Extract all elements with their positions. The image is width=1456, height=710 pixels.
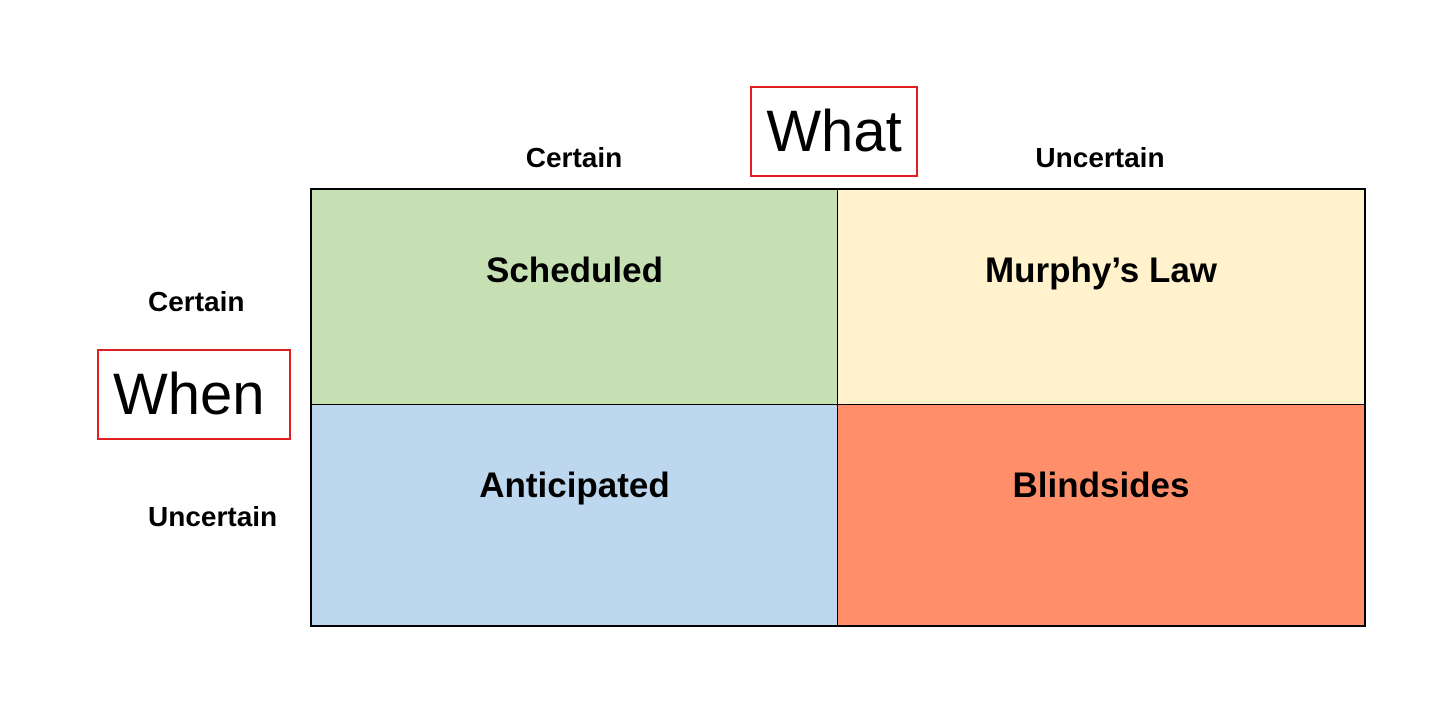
when-certain-label: Certain — [148, 286, 245, 317]
quadrant-scheduled: Scheduled — [312, 190, 838, 405]
what-certain-label: Certain — [525, 142, 623, 173]
what-uncertain-label: Uncertain — [1035, 142, 1165, 173]
what-axis-title: What — [750, 86, 918, 177]
quadrant-label: Murphy’s Law — [984, 251, 1218, 290]
when-uncertain-label: Uncertain — [148, 501, 278, 532]
when-axis-title: When — [97, 349, 291, 440]
quadrant-murphys-law: Murphy’s Law — [838, 190, 1364, 405]
quadrant-label: Blindsides — [1012, 466, 1190, 505]
quadrant-matrix: Scheduled Murphy’s Law Anticipated Blind… — [310, 188, 1366, 627]
quadrant-label: Anticipated — [479, 466, 670, 505]
quadrant-label: Scheduled — [486, 251, 663, 290]
when-axis-title-text: When — [113, 361, 265, 427]
what-axis-title-text: What — [766, 98, 902, 164]
quadrant-blindsides: Blindsides — [838, 405, 1364, 625]
quadrant-anticipated: Anticipated — [312, 405, 838, 625]
